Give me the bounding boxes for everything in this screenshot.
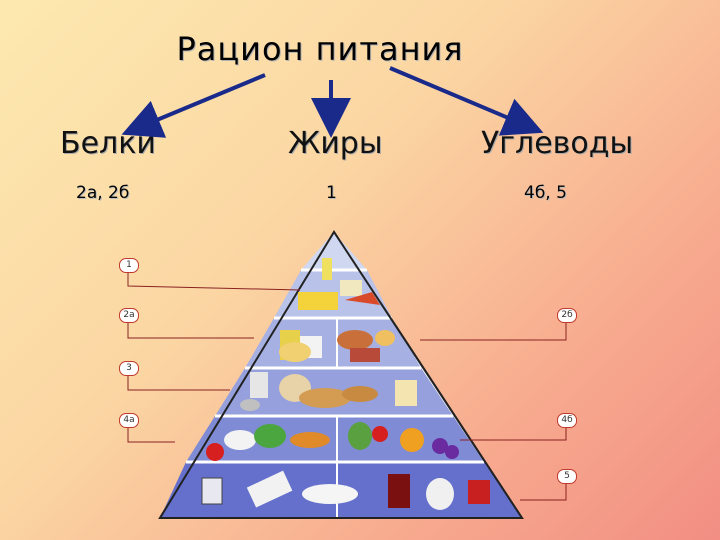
pyramid-tag-3: 3: [119, 361, 139, 376]
carbs-levels: 4б, 5: [524, 183, 567, 203]
arrow-to-carbs: [389, 66, 544, 136]
proteins-levels: 2а, 2б: [76, 183, 130, 203]
pyramid-tag-4a: 4а: [119, 413, 139, 428]
food-protein-tier: [279, 330, 395, 362]
leader-lines: [127, 270, 567, 501]
pyramid-tag-2a: 2а: [119, 308, 139, 323]
food-pyramid: [158, 230, 524, 519]
diagram-title: Рацион питания: [176, 30, 464, 68]
food-vegetables-fruits-tier: [206, 422, 459, 461]
arrow-to-proteins: [121, 73, 266, 138]
fats-levels: 1: [326, 183, 337, 203]
food-water-drinks-tier: [201, 470, 490, 510]
pyramid-tag-2b: 2б: [557, 308, 577, 323]
food-fats-tier: [298, 258, 380, 310]
pyramid-tag-5: 5: [557, 469, 577, 484]
pyramid-tag-1: 1: [119, 258, 139, 273]
pyramid-tag-4b: 4б: [557, 413, 577, 428]
food-grains-tier: [240, 372, 417, 411]
